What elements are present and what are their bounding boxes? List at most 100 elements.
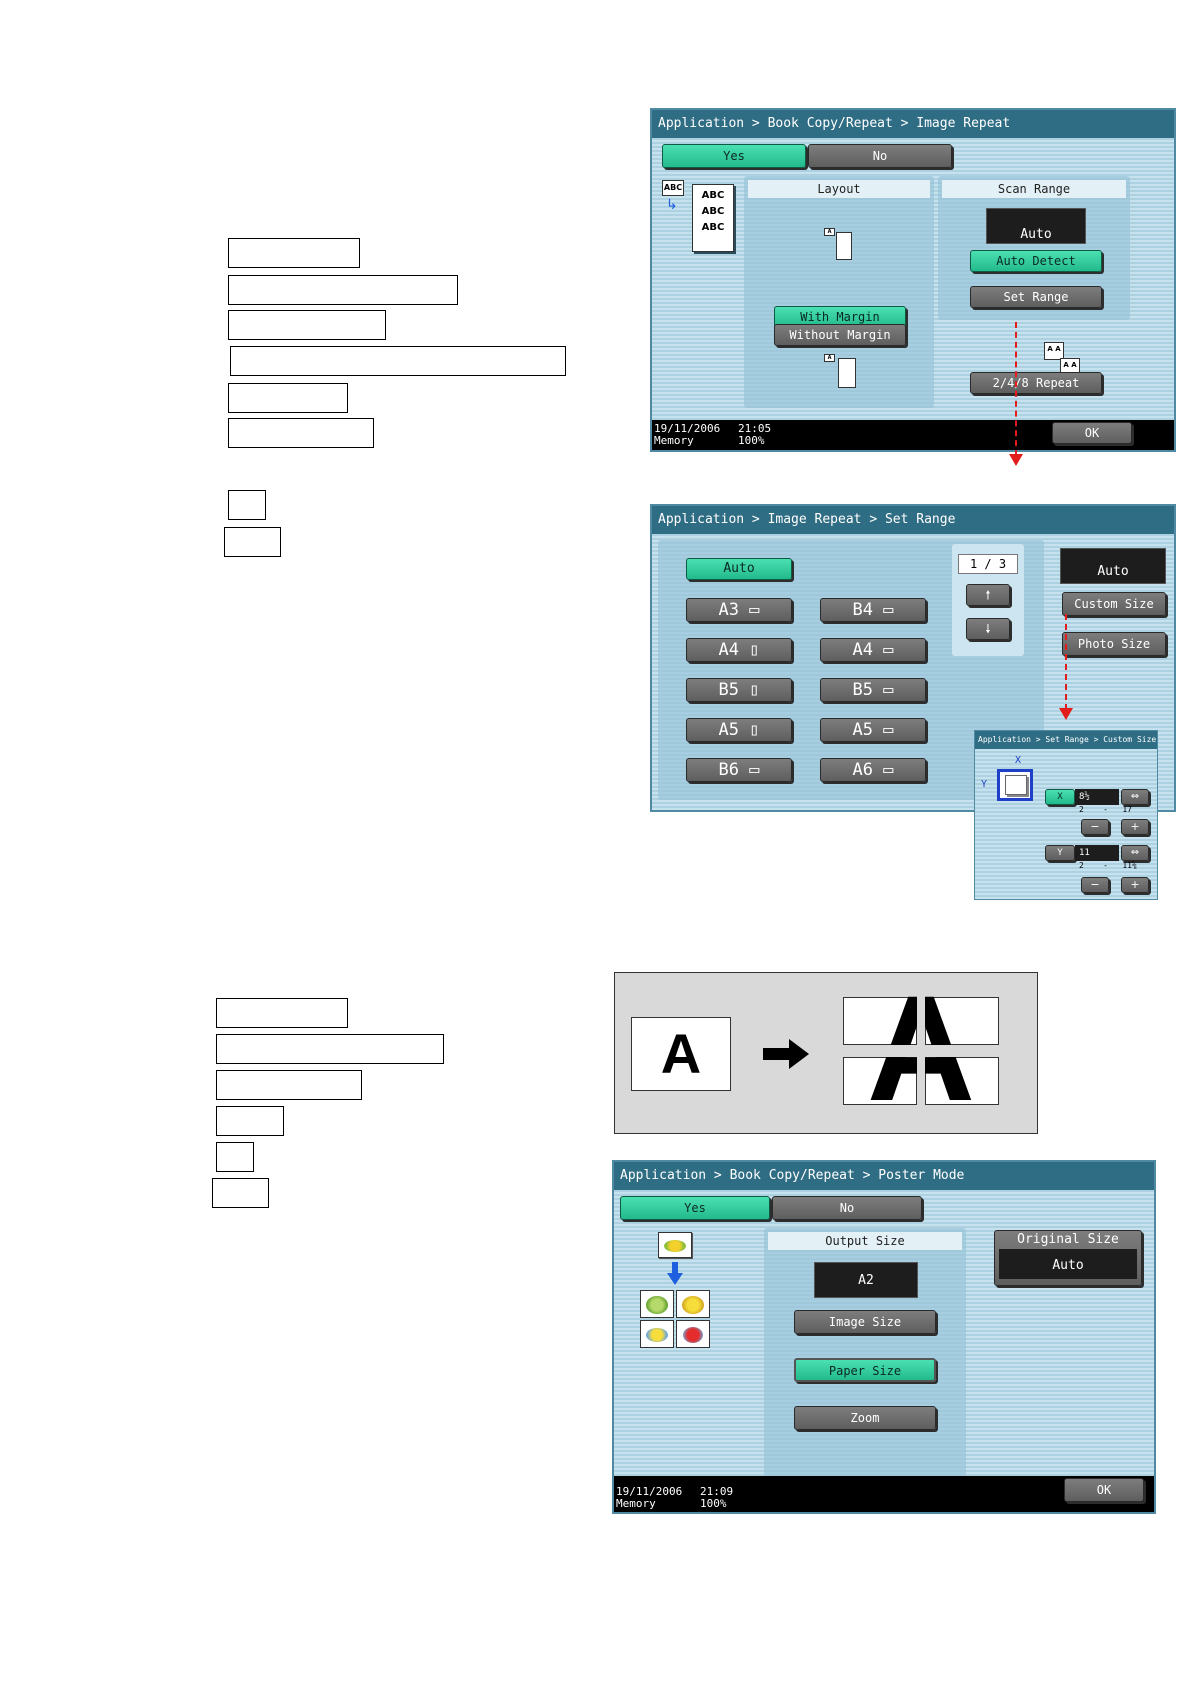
layout-group: Layout A With Margin A (744, 176, 934, 408)
size-button-a5-landscape[interactable]: A5 ▭ (820, 718, 926, 742)
size-button-a4-landscape[interactable]: A4 ▭ (820, 638, 926, 662)
original-size-button[interactable]: Original Size Auto (994, 1230, 1142, 1286)
blank-field-14 (212, 1178, 269, 1208)
size-button-a6[interactable]: A6 ▭ (820, 758, 926, 782)
y-key-button[interactable]: Y (1045, 845, 1075, 861)
auto-button[interactable]: Auto (686, 558, 792, 580)
status-memory-label: Memory (654, 434, 694, 447)
breadcrumb: Application > Set Range > Custom Size (975, 731, 1157, 749)
status-time: 21:09 (700, 1485, 734, 1498)
status-time: 21:05 (738, 422, 772, 435)
connector-arrowhead-1 (1009, 454, 1023, 466)
blank-field-6 (228, 418, 374, 448)
set-range-button[interactable]: Set Range (970, 286, 1102, 308)
y-plus-button[interactable]: + (1121, 877, 1149, 893)
size-button-b5-landscape[interactable]: B5 ▭ (820, 678, 926, 702)
breadcrumb: Application > Book Copy/Repeat > Image R… (652, 110, 1174, 138)
y-swap-button[interactable]: ⇔ (1121, 845, 1149, 861)
source-abc-icon: ABC (662, 180, 684, 196)
repeated-page-icon: ABC ABC ABC (692, 184, 734, 252)
auto-detect-button[interactable]: Auto Detect (970, 250, 1102, 272)
photo-size-button[interactable]: Photo Size (1062, 632, 1166, 656)
size-button-a3[interactable]: A3 ▭ (686, 598, 792, 622)
ok-button[interactable]: OK (1064, 1478, 1144, 1502)
scan-range-header: Scan Range (942, 180, 1126, 198)
no-margin-page-icon (838, 358, 856, 388)
scan-range-group: Scan Range Auto Auto Detect Set Range (938, 176, 1130, 320)
scroll-down-button[interactable]: 🠗 (966, 618, 1010, 640)
scan-range-value: Auto (986, 208, 1086, 244)
zoom-button[interactable]: Zoom (794, 1406, 936, 1430)
original-size-value: Auto (999, 1249, 1137, 1279)
blank-field-2 (228, 275, 458, 305)
down-arrow-shaft (672, 1262, 678, 1274)
x-axis-label: X (1015, 755, 1022, 766)
size-diagram: X Y (981, 755, 1041, 805)
arrow-tip (789, 1039, 809, 1069)
image-repeat-screen: Application > Book Copy/Repeat > Image R… (650, 108, 1176, 452)
size-button-a5-portrait[interactable]: A5 ▯ (686, 718, 792, 742)
blank-field-1 (228, 238, 360, 268)
page-navigator: 1 / 3 🠕 🠗 (952, 544, 1024, 656)
repeat-button[interactable]: 2/4/8 Repeat (970, 372, 1102, 394)
status-date: 19/11/2006 (654, 422, 721, 435)
poster-gap-horizontal (839, 1045, 1005, 1057)
status-memory-value: 100% (700, 1497, 727, 1510)
scroll-up-button[interactable]: 🠕 (966, 584, 1010, 606)
x-key-button[interactable]: X (1045, 789, 1075, 805)
y-axis-label: Y (981, 779, 988, 790)
status-memory-value: 100% (738, 434, 765, 447)
down-arrow-icon (667, 1262, 683, 1286)
blank-field-8 (224, 527, 281, 557)
connector-arrow-line-2 (1065, 614, 1067, 710)
arrow-up-icon: 🠕 (985, 588, 991, 602)
fruit-original-icon (658, 1232, 692, 1258)
poster-tile-1 (843, 997, 917, 1045)
poster-tile-3 (843, 1057, 917, 1105)
ok-button[interactable]: OK (1052, 422, 1132, 444)
custom-size-button[interactable]: Custom Size (1062, 592, 1166, 616)
no-button[interactable]: No (808, 144, 952, 168)
original-letter: A (660, 1022, 702, 1085)
source-mini-icon-2: A (824, 354, 835, 362)
fruit-tile-1 (640, 1290, 674, 1318)
output-size-header: Output Size (768, 1232, 962, 1250)
fruit-tile-3 (640, 1320, 674, 1348)
paper-size-button[interactable]: Paper Size (794, 1358, 936, 1382)
x-minus-button[interactable]: − (1081, 819, 1109, 835)
size-button-b6[interactable]: B6 ▭ (686, 758, 792, 782)
output-size-value: A2 (814, 1262, 918, 1298)
yes-button[interactable]: Yes (620, 1196, 770, 1220)
arrow-down-icon: 🠗 (985, 622, 991, 636)
down-arrow-tip (667, 1273, 683, 1285)
connector-arrow-line-1 (1015, 322, 1017, 456)
y-range-text: 2 - 11⅝ (1079, 861, 1137, 870)
original-size-header: Original Size (1017, 1232, 1119, 1247)
poster-tile-4 (925, 1057, 999, 1105)
with-margin-icon: A (824, 228, 854, 262)
x-swap-button[interactable]: ⇔ (1121, 789, 1149, 805)
size-button-b5-portrait[interactable]: B5 ▯ (686, 678, 792, 702)
no-button[interactable]: No (772, 1196, 922, 1220)
image-repeat-illustration: ABC ↳ ABC ABC ABC (662, 180, 738, 252)
original-page (631, 1017, 731, 1091)
status-memory-label: Memory (616, 1497, 656, 1510)
image-size-button[interactable]: Image Size (794, 1310, 936, 1334)
y-minus-button[interactable]: − (1081, 877, 1109, 893)
blank-field-10 (216, 1034, 444, 1064)
without-margin-button[interactable]: Without Margin (774, 324, 906, 346)
blank-field-7 (228, 490, 266, 520)
x-plus-button[interactable]: + (1121, 819, 1149, 835)
status-date: 19/11/2006 (616, 1485, 683, 1498)
page-indicator: 1 / 3 (958, 554, 1018, 574)
fruit-tile-2 (676, 1290, 710, 1318)
size-button-b4[interactable]: B4 ▭ (820, 598, 926, 622)
yes-button[interactable]: Yes (662, 144, 806, 168)
layout-header: Layout (748, 180, 930, 198)
x-range-text: 2 - 17 (1079, 805, 1132, 814)
blank-field-9 (216, 998, 348, 1028)
blank-field-12 (216, 1106, 284, 1136)
size-button-a4-portrait[interactable]: A4 ▯ (686, 638, 792, 662)
source-mini-icon: A (824, 228, 835, 236)
custom-size-screen: Application > Set Range > Custom Size X … (974, 730, 1158, 900)
